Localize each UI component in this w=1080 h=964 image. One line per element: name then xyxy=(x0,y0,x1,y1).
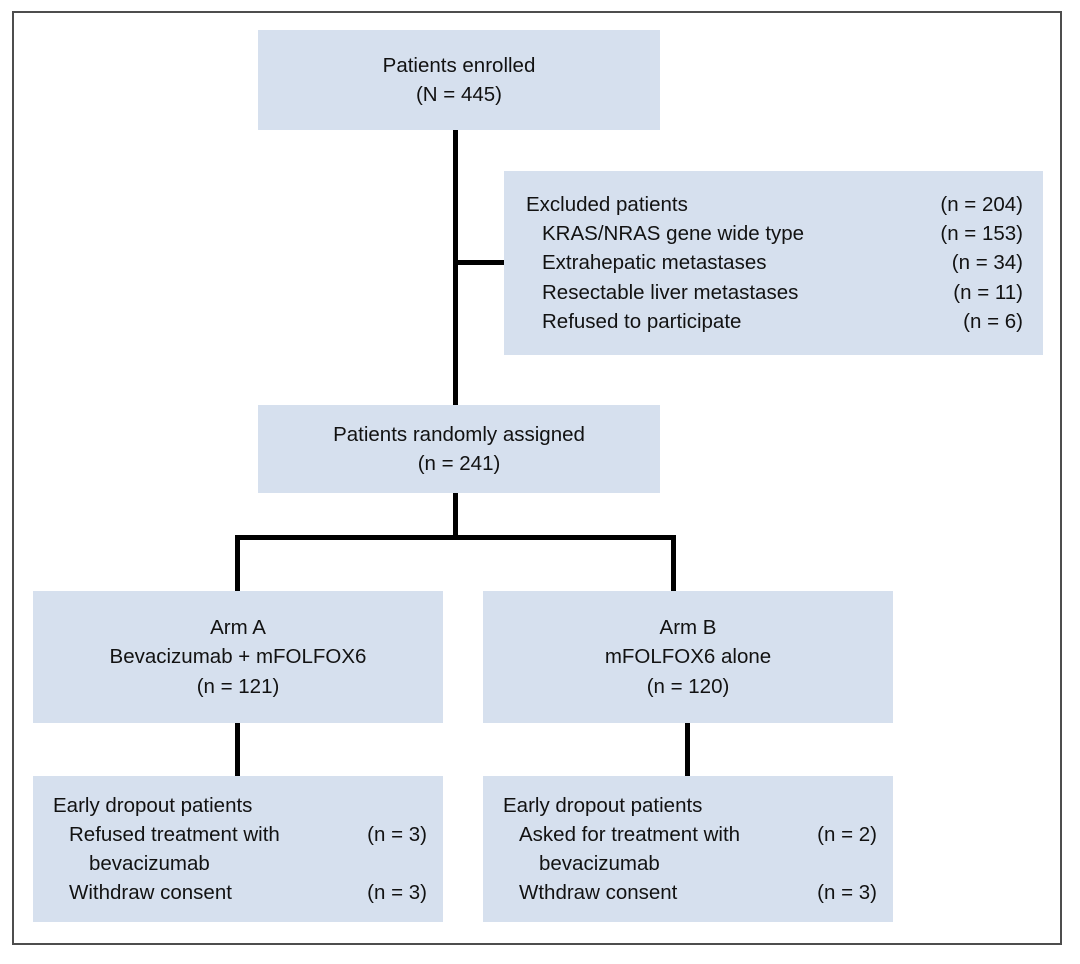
dropout-b-row-count: (n = 2) xyxy=(817,822,877,846)
excluded-row-count: (n = 204) xyxy=(940,193,1023,217)
arm-b-regimen: mFOLFOX6 alone xyxy=(604,645,772,669)
excluded-row-label: Refused to participate xyxy=(542,309,742,333)
connector-arm-a-to-dropout-a xyxy=(235,723,240,776)
excluded-row: Extrahepatic metastases (n = 34) xyxy=(526,248,1025,277)
excluded-row-label: Excluded patients xyxy=(526,193,688,217)
dropout-b-row-count: (n = 3) xyxy=(817,881,877,905)
connector-split-bar xyxy=(235,535,676,540)
node-dropout-arm-a: Early dropout patients Refused treatment… xyxy=(33,776,443,922)
excluded-row: Resectable liver metastases (n = 11) xyxy=(526,278,1025,307)
dropout-b-row: Asked for treatment with (n = 2) xyxy=(503,820,877,849)
randomized-count: (n = 241) xyxy=(417,452,501,475)
node-patients-enrolled: Patients enrolled (N = 445) xyxy=(258,30,660,130)
dropout-a-row: bevacizumab xyxy=(53,849,427,878)
dropout-b-row: bevacizumab xyxy=(503,849,877,878)
excluded-row: KRAS/NRAS gene wide type (n = 153) xyxy=(526,219,1025,248)
connector-enrolled-to-randomized xyxy=(453,130,458,406)
dropout-a-row-label: Refused treatment with xyxy=(69,822,280,846)
enrolled-title: Patients enrolled xyxy=(382,53,536,77)
connector-split-to-arm-b xyxy=(671,535,676,591)
dropout-b-row-label: bevacizumab xyxy=(539,852,660,875)
excluded-row-label: KRAS/NRAS gene wide type xyxy=(542,222,805,246)
connector-split-to-arm-a xyxy=(235,535,240,591)
dropout-b-row-label: Wthdraw consent xyxy=(519,881,678,905)
arm-b-count: (n = 120) xyxy=(646,674,730,698)
node-excluded-patients: Excluded patients (n = 204) KRAS/NRAS ge… xyxy=(504,171,1043,355)
excluded-row-label: Resectable liver metastases xyxy=(542,280,799,304)
excluded-row-label: Extrahepatic metastases xyxy=(542,251,767,275)
excluded-row-count: (n = 153) xyxy=(940,222,1023,246)
dropout-b-row-label: Asked for treatment with xyxy=(519,822,741,846)
arm-b-title: Arm B xyxy=(659,616,717,640)
connector-randomized-stem xyxy=(453,492,458,540)
enrolled-count: (N = 445) xyxy=(415,83,503,106)
connector-trunk-to-excluded xyxy=(453,260,505,265)
dropout-a-row-count: (n = 3) xyxy=(367,881,427,905)
excluded-row-count: (n = 34) xyxy=(951,251,1023,275)
dropout-a-row-count: (n = 3) xyxy=(367,822,427,846)
excluded-row: Excluded patients (n = 204) xyxy=(526,190,1025,219)
dropout-a-row-label: Withdraw consent xyxy=(69,881,232,905)
node-arm-b: Arm B mFOLFOX6 alone (n = 120) xyxy=(483,591,893,723)
dropout-b-row: Wthdraw consent (n = 3) xyxy=(503,878,877,907)
arm-a-count: (n = 121) xyxy=(196,674,280,698)
excluded-row-count: (n = 11) xyxy=(953,280,1023,304)
node-dropout-arm-b: Early dropout patients Asked for treatme… xyxy=(483,776,893,922)
dropout-b-title: Early dropout patients xyxy=(503,793,703,817)
excluded-row: Refused to participate (n = 6) xyxy=(526,307,1025,336)
arm-a-title: Arm A xyxy=(210,616,266,640)
dropout-a-title: Early dropout patients xyxy=(53,793,253,817)
dropout-a-row: Refused treatment with (n = 3) xyxy=(53,820,427,849)
dropout-a-row: Withdraw consent (n = 3) xyxy=(53,878,427,907)
randomized-title: Patients randomly assigned xyxy=(333,422,585,446)
node-patients-randomized: Patients randomly assigned (n = 241) xyxy=(258,405,660,493)
connector-arm-b-to-dropout-b xyxy=(685,723,690,776)
arm-a-regimen: Bevacizumab + mFOLFOX6 xyxy=(109,645,367,669)
excluded-row-count: (n = 6) xyxy=(963,309,1023,333)
node-arm-a: Arm A Bevacizumab + mFOLFOX6 (n = 121) xyxy=(33,591,443,723)
dropout-a-row-label: bevacizumab xyxy=(89,852,210,875)
